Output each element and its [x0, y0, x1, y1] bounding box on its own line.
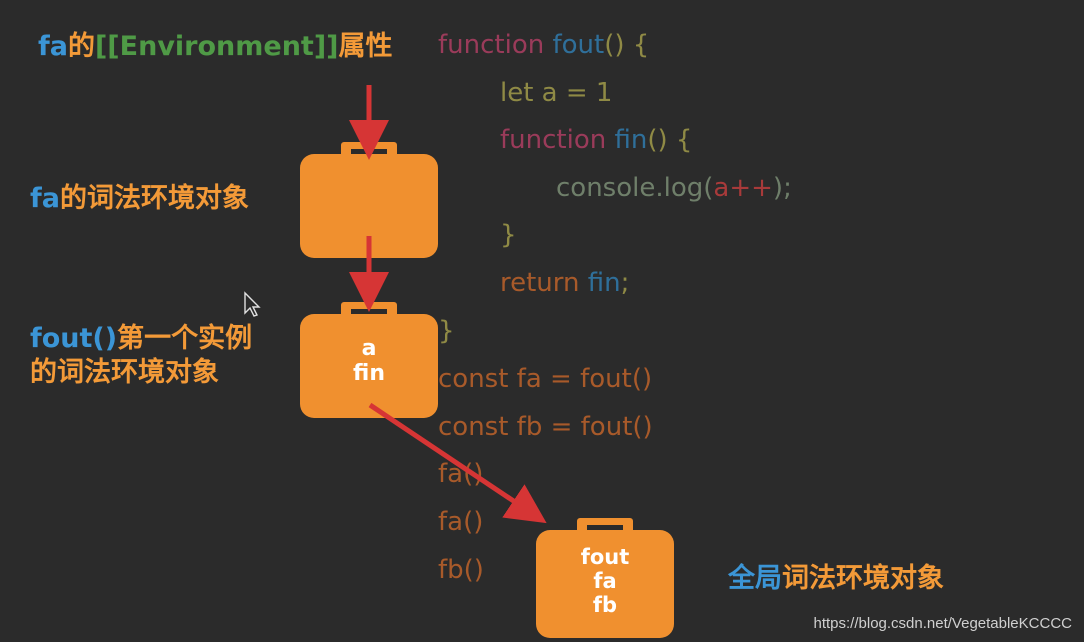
- label-end: 属性: [338, 31, 393, 62]
- code-line-8: const fa = fout(): [438, 364, 653, 394]
- fa-env-label: fa的词法环境对象: [30, 182, 249, 216]
- code-line-2: let a = 1: [500, 78, 613, 108]
- label-fout: fout(): [30, 323, 118, 354]
- code-function-name: fin: [614, 125, 648, 155]
- code-line-6: return fin;: [500, 270, 629, 296]
- global-env-label: 全局词法环境对象: [728, 562, 944, 596]
- code-line-1: function fout() {: [438, 32, 649, 58]
- code-line-4: console.log(a++);: [556, 175, 792, 201]
- code-function-name: fout: [552, 30, 605, 60]
- code-line-5: }: [500, 220, 517, 250]
- label-rest: 词法环境对象: [782, 563, 944, 594]
- label-environment: [[Environment]]: [94, 31, 339, 62]
- code-arg: a++: [713, 173, 773, 203]
- instance-bag-contents: a fin: [299, 336, 439, 387]
- code-punct: ;: [620, 268, 630, 298]
- code-punct: () {: [647, 125, 693, 155]
- bag-item: fa: [593, 569, 617, 594]
- label-line1: 第一个实例: [117, 323, 253, 354]
- label-line2: 的词法环境对象: [30, 356, 219, 388]
- arrow-icon: [368, 402, 547, 524]
- code-line-9: const fb = fout(): [438, 412, 653, 442]
- global-suitcase-icon: [536, 518, 674, 638]
- label-rest: 的词法环境对象: [59, 183, 249, 214]
- global-bag-contents: fout fa fb: [535, 545, 675, 617]
- code-line-12: fb(): [438, 555, 484, 585]
- code-keyword: return: [500, 268, 580, 298]
- label-fa: fa: [30, 183, 60, 214]
- bag-item: fb: [592, 593, 618, 618]
- bag-item: a: [361, 336, 377, 361]
- code-keyword: function: [500, 125, 607, 155]
- environment-property-label: fa的[[Environment]]属性: [38, 30, 393, 64]
- code-call: console.log(: [556, 173, 714, 203]
- code-function-name: fin: [587, 268, 621, 298]
- label-fa: fa: [38, 31, 68, 62]
- code-punct: () {: [604, 30, 650, 60]
- fout-instance-label: fout()第一个实例 的词法环境对象: [30, 322, 252, 390]
- code-close: );: [772, 173, 792, 203]
- code-line-7: }: [438, 316, 455, 346]
- mouse-cursor-icon: [244, 291, 261, 317]
- bag-item: fout: [580, 545, 630, 569]
- instance-suitcase-icon: [300, 302, 438, 418]
- code-line-11: fa(): [438, 507, 484, 537]
- watermark: https://blog.csdn.net/VegetableKCCCC: [813, 615, 1073, 632]
- label-mid: 的: [67, 31, 95, 62]
- code-keyword: function: [438, 30, 545, 60]
- bag-item: fin: [353, 361, 385, 387]
- label-quan: 全局: [728, 563, 782, 594]
- code-line-3: function fin() {: [500, 127, 692, 153]
